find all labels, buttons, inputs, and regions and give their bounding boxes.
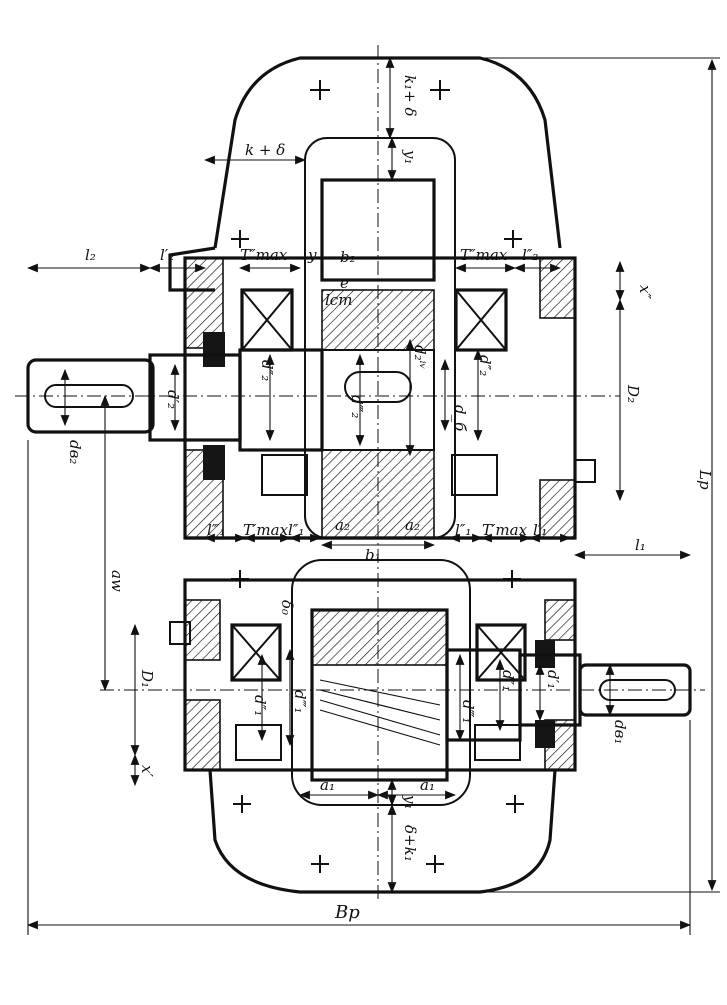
label-x-prime: x′ [138,765,156,777]
label-l2pp-right: l″₂ [522,246,538,264]
label-y-top: y [307,246,317,264]
label-d2ppp: d‴₂ [348,395,366,418]
label-lcm: lcm [325,291,352,309]
label-t2max-right: T″max [460,246,508,264]
input-pinion [291,559,471,806]
bolt-markers [169,80,596,873]
label-db: d_б [451,405,469,432]
label-a1-left: a₁ [320,776,335,794]
label-d1ppp-right: d‴₁ [459,700,477,723]
label-k1-delta: k₁+ δ [401,75,419,116]
label-b2: b₂ [340,248,356,266]
label-d1-prime: d′₁ [544,670,562,689]
label-d1pp-right: d″₁ [499,670,517,691]
label-l1pp-left: l″₁ [288,521,304,539]
label-x-double-prime: x″ [636,285,654,299]
label-l2: l₂ [85,246,96,264]
dimension-labels: l₂ l′₂ T″max y b₂ T″max l″₂ x″ k + δ k₁+… [66,75,714,923]
label-dB1: dв₁ [611,720,629,744]
label-Bp: Bp [334,902,360,923]
label-e: e [340,274,349,292]
label-y1-top: y₁ [401,149,419,165]
label-D1: D₁ [138,669,156,688]
label-l1pp-right: l″₁ [455,521,471,539]
label-d1pp-left: d″₁ [251,695,269,716]
label-a1-right: a₁ [420,776,435,794]
label-D2: D₂ [624,384,642,403]
label-a2-right: a₂ [405,516,420,534]
label-y1-bottom: y₁ [401,794,419,810]
label-k-delta: k + δ [245,141,285,159]
input-shaft [445,648,692,742]
label-t1max-right: T′max [482,521,528,539]
label-t1max-left: T′max [243,521,289,539]
label-d2pp-right: d″₂ [476,355,494,376]
label-d2iv: d₂ⁱᵛ [411,345,429,369]
label-t2max-left: T″max [240,246,288,264]
axes [15,45,705,900]
bearings-bottom [230,623,555,761]
label-l1-prime-right: l′₁ [533,521,547,539]
label-delta0: δ₀ [278,600,296,615]
label-d2-prime: d′₂ [164,390,182,409]
label-dB2: dв₂ [66,440,84,464]
label-l1: l₁ [635,536,646,554]
label-d2pp-left: d″₂ [258,360,276,381]
output-wheel [304,137,456,539]
dimension-lines [26,56,720,935]
label-b1: b₁ [365,546,381,564]
label-d1ppp-left: d‴₁ [291,690,309,713]
label-a2-left: a₂ [335,516,350,534]
label-delta-k1: δ+k₁ [401,825,419,862]
label-Lp: Lp [696,469,714,490]
label-l1ppp: l‴₁ [207,521,226,539]
label-l2-prime: l′₂ [160,246,174,264]
bearings-top [203,288,508,496]
label-aw: aw [108,570,126,592]
